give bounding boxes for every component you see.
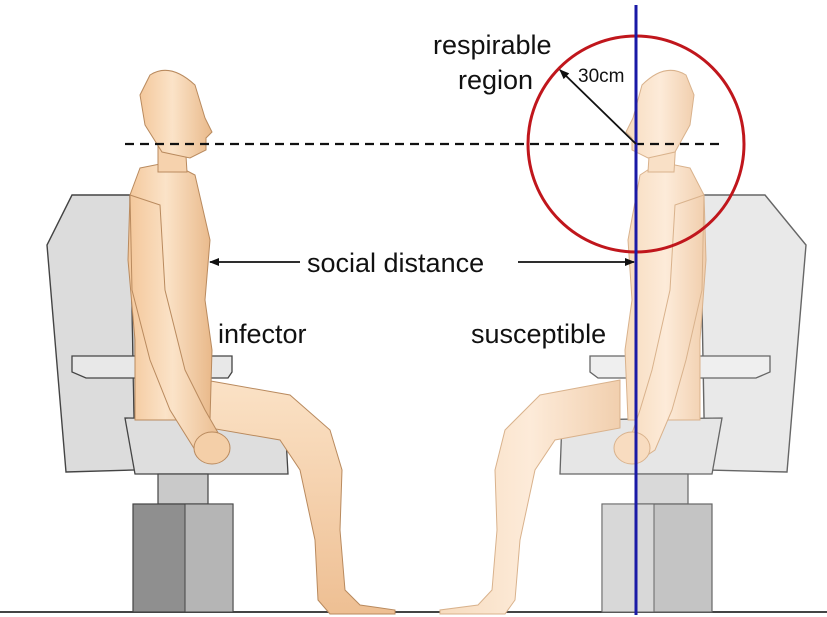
susceptible-leg	[440, 380, 620, 614]
left-seat-stem	[158, 474, 208, 504]
susceptible-hand	[614, 432, 650, 464]
right-seat-stem	[636, 474, 688, 504]
respirable-label-line2: region	[458, 65, 533, 95]
susceptible-label: susceptible	[471, 319, 606, 349]
infector-hand	[194, 432, 230, 464]
radius-label: 30cm	[578, 66, 624, 87]
respirable-label-line1: respirable	[433, 30, 552, 60]
social-distance-label: social distance	[307, 248, 484, 278]
left-seat-back	[47, 195, 135, 472]
infector-label: infector	[218, 319, 307, 349]
